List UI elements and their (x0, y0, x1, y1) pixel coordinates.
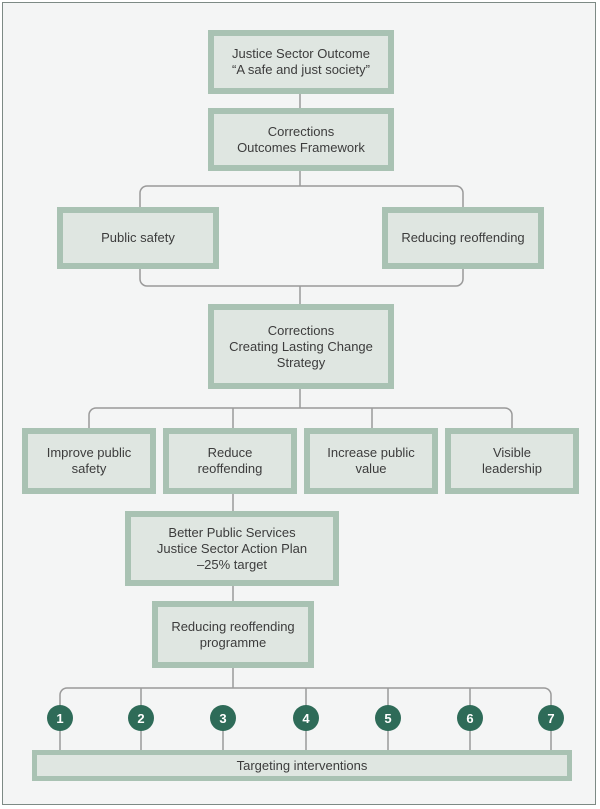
priority-box-improve-public-safety: Improve public safety (22, 428, 156, 494)
connector (88, 407, 513, 428)
public-safety-label: Public safety (101, 230, 175, 245)
strategy-line1: Corrections (267, 322, 335, 338)
priority-line2: reoffending (197, 461, 263, 476)
intervention-node-7: 7 (538, 705, 564, 731)
outcome-line1: Justice Sector Outcome (231, 46, 370, 61)
framework-box: Corrections Outcomes Framework (208, 108, 394, 171)
intervention-node-6: 6 (457, 705, 483, 731)
intervention-node-3: 3 (210, 705, 236, 731)
outcome-line2: “A safe and just society” (231, 62, 370, 77)
priority-box-visible-leadership: Visible leadership (445, 428, 579, 494)
public-safety-box: Public safety (57, 207, 219, 269)
strategy-line2: Creating Lasting Change (229, 338, 373, 354)
programme-line1: Reducing reoffending (171, 618, 295, 634)
programme-line2: programme (199, 634, 267, 650)
bps-line2: Justice Sector Action Plan (156, 540, 308, 556)
connector (139, 269, 464, 287)
priority-box-increase-public-value: Increase public value (304, 428, 438, 494)
programme-box: Reducing reoffending programme (152, 601, 314, 668)
intervention-node-4: 4 (293, 705, 319, 731)
targeting-interventions-bar: Targeting interventions (32, 750, 572, 781)
strategy-line3: Strategy (276, 354, 326, 370)
priority-line2: leadership (482, 461, 542, 476)
bps-line1: Better Public Services (168, 524, 296, 540)
connector (139, 185, 464, 207)
priority-line2: value (355, 461, 387, 476)
outcome-box: Justice Sector Outcome “A safe and just … (208, 30, 394, 94)
bps-box: Better Public Services Justice Sector Ac… (125, 511, 339, 586)
targeting-interventions-label: Targeting interventions (236, 758, 368, 773)
intervention-node-1: 1 (47, 705, 73, 731)
framework-line2: Outcomes Framework (237, 139, 365, 155)
priority-line1: Reduce (207, 445, 253, 460)
priority-line1: Improve public (46, 445, 132, 460)
intervention-node-5: 5 (375, 705, 401, 731)
bps-line3: –25% target (196, 556, 268, 572)
priority-line1: Increase public (327, 445, 415, 460)
priority-line2: safety (71, 461, 107, 476)
priority-line1: Visible (492, 445, 532, 460)
priority-box-reduce-reoffending: Reduce reoffending (163, 428, 297, 494)
strategy-box: Corrections Creating Lasting Change Stra… (208, 304, 394, 389)
reducing-reoffending-box: Reducing reoffending (382, 207, 544, 269)
intervention-node-2: 2 (128, 705, 154, 731)
reducing-reoffending-label: Reducing reoffending (401, 230, 525, 245)
framework-line1: Corrections (267, 123, 335, 139)
